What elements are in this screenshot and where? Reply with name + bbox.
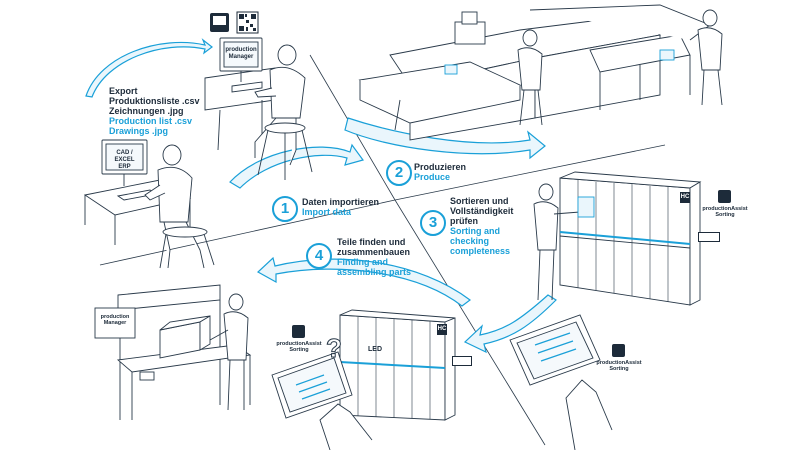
assembly-board-line-1: production	[100, 314, 130, 320]
step-4-en-1: Finding and	[337, 257, 388, 267]
step-4-de-2: zusammenbauen	[337, 247, 411, 257]
step-3-de-2: Vollständigkeit	[450, 206, 514, 216]
arrow-step3	[463, 294, 557, 354]
question-mark: ?	[326, 333, 343, 363]
arrow-step2	[344, 117, 546, 160]
step-4-de-1: Teile finden und	[337, 237, 406, 247]
left-monitor-line-1: CAD / EXCEL	[114, 150, 135, 163]
arrow-step4	[256, 256, 471, 307]
step-4-en-2: assembling parts	[337, 267, 412, 277]
led-label: LED	[368, 346, 382, 353]
export-note-de-2: Produktionsliste .csv	[109, 96, 200, 106]
qr-block	[210, 11, 259, 34]
step-2-de: Produzieren	[414, 162, 467, 172]
rack-display-small	[452, 356, 472, 366]
app-label-bottom-right-2: Sorting	[609, 366, 629, 372]
left-monitor-line-2: ERP	[118, 164, 131, 170]
app-label-bottom-left-1: productionAssist	[276, 341, 322, 347]
app-label-bottom-left: productionAssist Sorting	[270, 341, 328, 353]
step-4-icon: 4	[306, 243, 332, 269]
assembly-board-line-2: Manager	[103, 320, 127, 326]
sorting-rack-large	[533, 171, 702, 306]
app-label-bottom-right: productionAssist Sorting	[590, 360, 648, 372]
arrow-step1	[229, 143, 364, 189]
step-4-label: Teile finden und zusammenbauen Finding a…	[337, 237, 411, 277]
assembly-board-screen: production Manager	[97, 314, 133, 326]
step-3-en-2: checking	[450, 236, 490, 246]
step-3-en-1: Sorting and	[450, 226, 500, 236]
step-3-de-3: prüfen	[450, 216, 478, 226]
app-icon-bottom-left	[292, 325, 305, 338]
tablet-bottom-right	[509, 314, 613, 450]
export-note-de-3: Zeichnungen .jpg	[109, 106, 184, 116]
flow-arrows	[85, 38, 557, 354]
tablet-bottom-left	[271, 351, 373, 450]
app-label-right-2: Sorting	[715, 212, 735, 218]
app-label-right: productionAssist Sorting	[696, 206, 754, 218]
top-monitor-line-2: Manager	[228, 54, 254, 60]
panel-saw	[358, 4, 723, 141]
step-1-en: Import data	[302, 207, 352, 217]
worker-at-desk-top	[204, 37, 313, 180]
rack-display-large	[698, 232, 720, 242]
app-icon-bottom-right	[612, 344, 625, 357]
top-monitor-line-1: production	[225, 47, 257, 53]
step-1-de: Daten importieren	[302, 197, 380, 207]
step-2-en: Produce	[414, 172, 451, 182]
app-label-bottom-right-1: productionAssist	[596, 360, 642, 366]
step-2-label: Produzieren Produce	[414, 162, 466, 182]
assembly-bench	[94, 284, 252, 420]
worker-at-desk-left	[83, 139, 215, 269]
sorting-rack-small	[339, 309, 456, 421]
app-label-right-1: productionAssist	[702, 206, 748, 212]
export-note-en-2: Drawings .jpg	[109, 126, 169, 136]
step-3-icon: 3	[420, 210, 446, 236]
top-monitor-screen: production Manager	[224, 47, 258, 61]
left-monitor-screen: CAD / EXCEL ERP	[106, 150, 143, 171]
export-note: Export Produktionsliste .csv Zeichnungen…	[109, 86, 200, 136]
rack-logo-large: HC	[680, 192, 690, 203]
app-icon-right	[718, 190, 731, 203]
step-1-label: Daten importieren Import data	[302, 197, 379, 217]
step-2-icon: 2	[386, 160, 412, 186]
rack-logo-small: HC	[437, 324, 447, 335]
step-3-en-3: completeness	[450, 246, 511, 256]
app-label-bottom-left-2: Sorting	[289, 347, 309, 353]
arrow-export	[85, 38, 213, 98]
step-3-label: Sortieren und Vollständigkeit prüfen Sor…	[450, 196, 513, 256]
step-3-de-1: Sortieren und	[450, 196, 509, 206]
export-note-de-1: Export	[109, 86, 138, 96]
step-1-icon: 1	[272, 196, 298, 222]
export-note-en-1: Production list .csv	[109, 116, 193, 126]
